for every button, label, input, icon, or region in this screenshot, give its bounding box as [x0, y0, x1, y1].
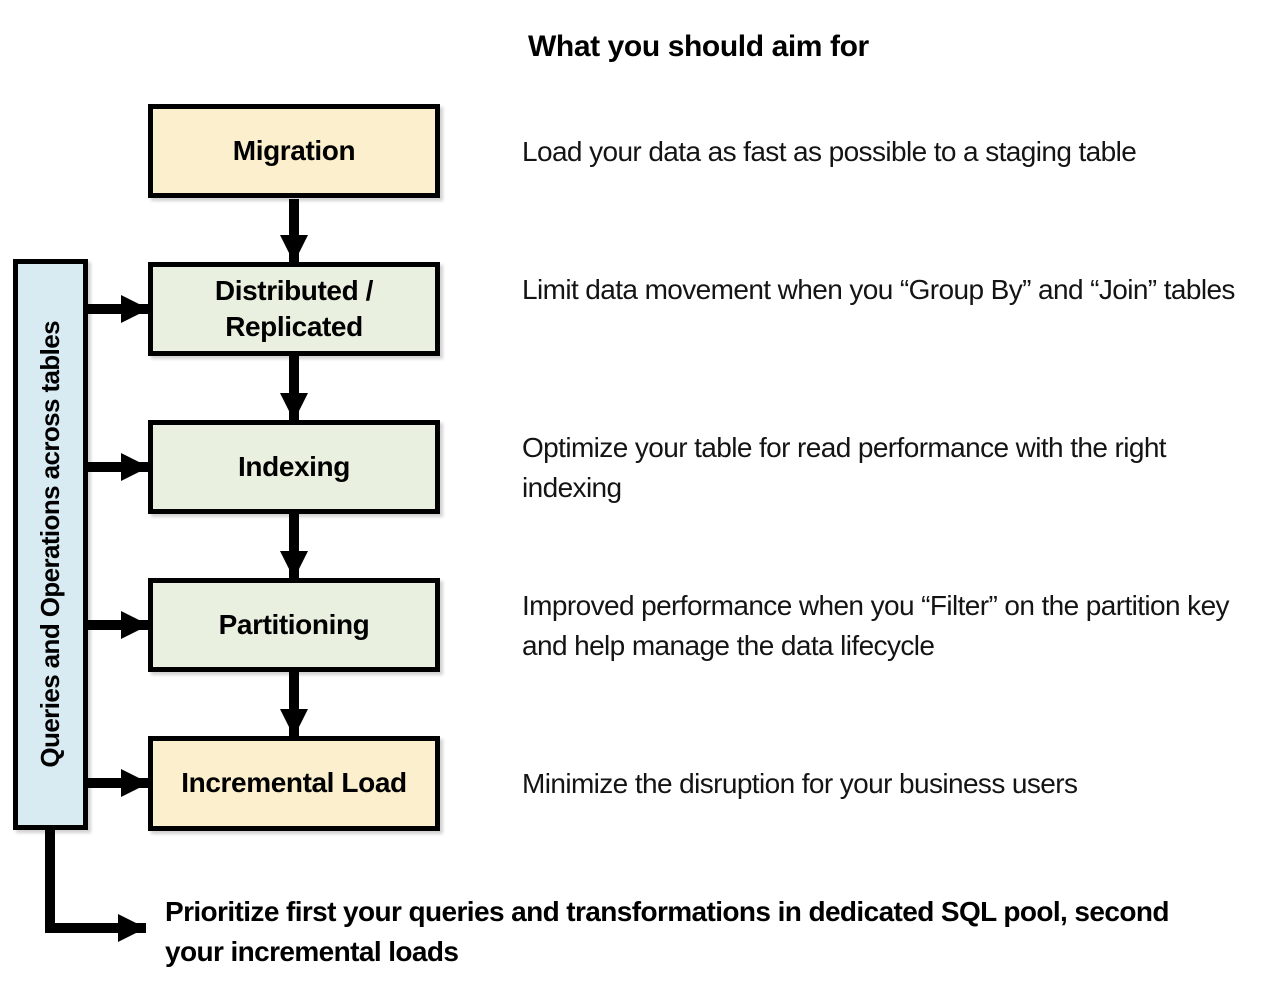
flow-box-label: Partitioning — [218, 608, 370, 640]
description-indexing: Optimize your table for read performance… — [522, 432, 1167, 503]
arrow-side-to-footer-note — [45, 826, 146, 942]
flow-box-distributed-replicated: Distributed / Replicated — [148, 262, 440, 356]
description-incremental-load: Minimize the disruption for your busines… — [522, 768, 1078, 799]
flow-box-migration: Migration — [148, 104, 440, 198]
footer-note: Prioritize first your queries and transf… — [165, 896, 1169, 967]
flow-box-label: Indexing — [238, 450, 350, 482]
side-box-label: Queries and Operations across tables — [35, 321, 65, 768]
description-distributed-replicated: Limit data movement when you “Group By” … — [522, 274, 1235, 305]
flow-box-partitioning: Partitioning — [148, 578, 440, 672]
flow-box-label: Distributed / Replicated — [214, 274, 374, 342]
description-partitioning: Improved performance when you “Filter” o… — [522, 590, 1230, 661]
side-box-queries-operations: Queries and Operations across tables — [13, 259, 88, 830]
column-title: What you should aim for — [528, 30, 869, 63]
flow-box-indexing: Indexing — [148, 420, 440, 514]
flow-box-label: Incremental Load — [181, 767, 407, 799]
description-migration: Load your data as fast as possible to a … — [522, 136, 1137, 167]
flow-box-incremental-load: Incremental Load — [148, 736, 440, 831]
flow-box-label: Migration — [232, 134, 356, 166]
